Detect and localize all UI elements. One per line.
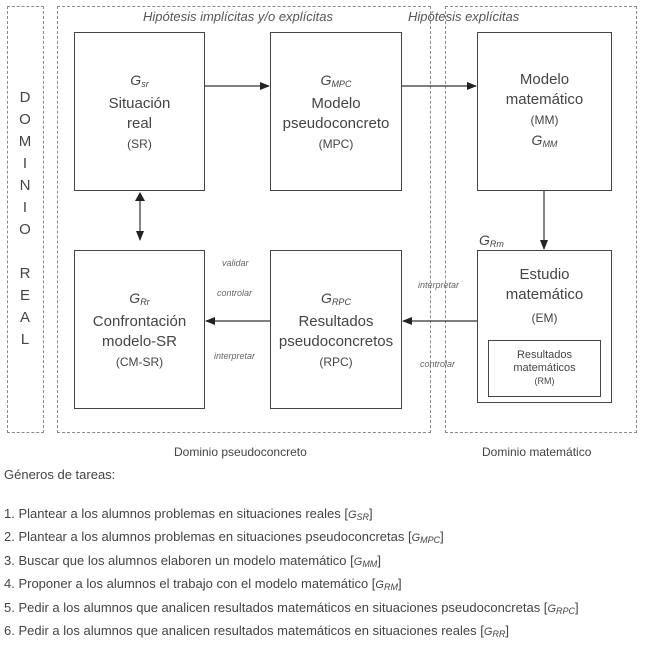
edge-label-validar: validar xyxy=(222,258,249,268)
list-item: 2. Plantear a los alumnos problemas en s… xyxy=(4,529,444,545)
box-resultados-matematicos: Resultados matemáticos (RM) xyxy=(488,340,601,397)
letter: O xyxy=(19,111,31,128)
list-item: 1. Plantear a los alumnos problemas en s… xyxy=(4,505,373,522)
arrows-layer xyxy=(135,82,548,325)
letter: O xyxy=(19,221,31,238)
box-resultados-pseudoconcretos: GRPC Resultados pseudoconcretos (RPC) xyxy=(270,250,402,409)
genre-label: Gsr xyxy=(130,71,149,89)
box-abbr: (CM-SR) xyxy=(115,354,164,369)
box-title: Modelo xyxy=(311,94,361,112)
box-confrontacion: GRr Confrontación modelo-SR (CM-SR) xyxy=(74,250,205,409)
letter: N xyxy=(19,177,31,194)
hypothesis-explicit-label: Hipótesis explícitas xyxy=(408,9,520,24)
box-title: Estudio xyxy=(519,266,570,283)
letter: I xyxy=(22,155,28,172)
caption-dominio-pseudoconcreto: Dominio pseudoconcreto xyxy=(174,445,307,459)
edge-label-interpretar-left: interpretar xyxy=(214,351,256,361)
list-item: 5. Pedir a los alumnos que analicen resu… xyxy=(4,599,579,616)
genre-label: GMM xyxy=(531,131,558,149)
letter: D xyxy=(19,89,31,106)
box-abbr: (EM) xyxy=(531,311,558,325)
box-title: modelo-SR xyxy=(101,332,178,350)
hypothesis-implicit-label: Hipótesis implícitas y/o explícitas xyxy=(143,9,334,24)
box-abbr: (RM) xyxy=(534,376,555,386)
genre-label: GRPC xyxy=(321,289,351,307)
letter: M xyxy=(18,133,32,150)
box-title: Resultados xyxy=(516,349,573,361)
box-title: real xyxy=(126,114,152,132)
letter: R xyxy=(19,265,31,282)
box-title: pseudoconcretos xyxy=(278,332,394,350)
task-list: 1. Plantear a los alumnos problemas en s… xyxy=(4,504,644,645)
box-abbr: (RPC) xyxy=(319,354,353,369)
letter: I xyxy=(22,199,28,216)
domain-pseudoconcrete-region xyxy=(57,6,431,433)
edge-label-interpretar-right: interpretar xyxy=(418,280,460,290)
list-item: 6. Pedir a los alumnos que analicen resu… xyxy=(4,623,510,639)
domain-math-region xyxy=(445,6,637,433)
box-abbr: (SR) xyxy=(127,136,152,151)
box-situacion-real: Gsr Situación real (SR) xyxy=(74,32,205,191)
genre-label-rm: GRm xyxy=(479,232,504,249)
box-abbr: (MPC) xyxy=(318,136,354,151)
letter: A xyxy=(19,309,30,326)
domain-real-region xyxy=(7,6,44,433)
box-title: matemáticos xyxy=(513,362,576,374)
box-abbr: (MM) xyxy=(530,112,559,127)
task-genres: Géneros de tareas: 1. Plantear a los alu… xyxy=(4,465,644,645)
box-title: Resultados xyxy=(298,312,374,330)
genre-label: GRr xyxy=(129,289,150,307)
box-title: pseudoconcreto xyxy=(282,114,390,132)
box-title: matemático xyxy=(505,286,584,303)
letter: E xyxy=(19,287,30,304)
genre-label: GMPC xyxy=(320,71,352,89)
domain-real-label: D O M I N I O R E A L xyxy=(7,6,43,432)
box-title: Modelo xyxy=(519,70,570,88)
box-title: Confrontación xyxy=(92,312,187,330)
letter: L xyxy=(20,331,30,348)
box-modelo-matematico: Modelo matemático (MM) GMM xyxy=(477,32,612,191)
list-item: 3. Buscar que los alumnos elaboren un mo… xyxy=(4,552,381,569)
caption-dominio-matematico: Dominio matemático xyxy=(482,445,592,459)
task-genres-heading: Géneros de tareas: xyxy=(4,467,116,482)
box-title: Situación xyxy=(108,94,171,112)
box-modelo-pseudoconcreto: GMPC Modelo pseudoconcreto (MPC) xyxy=(270,32,402,191)
edge-label-controlar-left: controlar xyxy=(217,288,253,298)
box-title: matemático xyxy=(505,90,584,108)
list-item: 4. Proponer a los alumnos el trabajo con… xyxy=(4,576,402,592)
edge-label-controlar-right: controlar xyxy=(420,359,456,369)
